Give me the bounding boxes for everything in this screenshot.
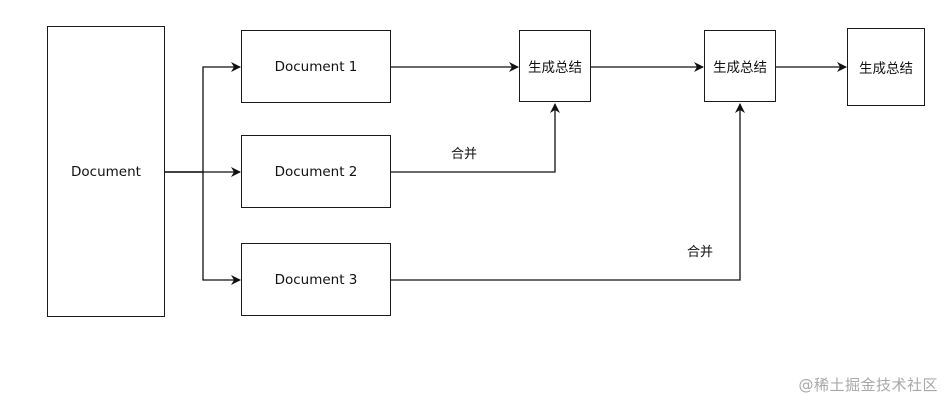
edge-source-doc3: [165, 171, 241, 285]
node-document-1: Document 1: [241, 30, 391, 103]
edge-source-doc1: [165, 62, 241, 173]
edge-doc3-summary2: [391, 103, 745, 281]
node-summary-1: 生成总结: [519, 30, 591, 102]
node-document-3: Document 3: [241, 243, 391, 316]
node-source-document: Document: [47, 26, 165, 317]
node-summary-3: 生成总结: [847, 28, 925, 106]
edge-label-merge-1: 合并: [451, 147, 478, 162]
edge-doc2-summary1: [391, 103, 560, 173]
node-summary-2: 生成总结: [704, 30, 776, 102]
edge-label-merge-2: 合并: [687, 245, 714, 260]
node-document-2: Document 2: [241, 135, 391, 208]
watermark-text: @稀土掘金技术社区: [798, 376, 938, 394]
